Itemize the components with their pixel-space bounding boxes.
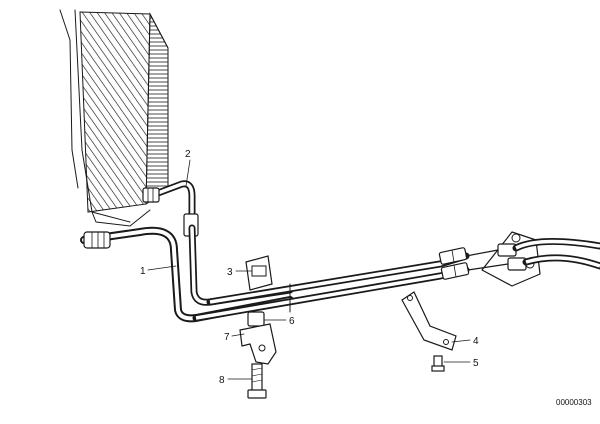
- pipe-end-fittings: [438, 247, 470, 280]
- clip-part: [247, 311, 265, 327]
- bolt-part: [431, 355, 445, 372]
- leader-lines: [147, 159, 471, 380]
- callout-8: 8: [219, 375, 225, 386]
- retainer-clamp-part: [239, 323, 277, 365]
- mounting-bracket-part: [401, 291, 457, 351]
- callout-1: 1: [140, 266, 146, 277]
- callout-6: 6: [289, 316, 295, 327]
- pipe-pair: [192, 252, 470, 322]
- engine-connection: [465, 231, 600, 287]
- callout-labels: 1 2 3 4 5 6 7 8: [140, 149, 479, 386]
- screw-part: [247, 363, 267, 399]
- lower-hose: [80, 226, 294, 323]
- callout-2: 2: [185, 149, 191, 160]
- cooler-fitting-upper: [142, 187, 160, 203]
- oil-cooler: [59, 9, 169, 227]
- callout-5: 5: [473, 358, 479, 369]
- callout-4: 4: [473, 336, 479, 347]
- bracket-clamp-part: [245, 255, 273, 291]
- callout-3: 3: [227, 267, 233, 278]
- callout-7: 7: [224, 332, 230, 343]
- cooler-fitting-lower: [83, 231, 111, 249]
- diagram-reference-number: 00000303: [556, 398, 592, 407]
